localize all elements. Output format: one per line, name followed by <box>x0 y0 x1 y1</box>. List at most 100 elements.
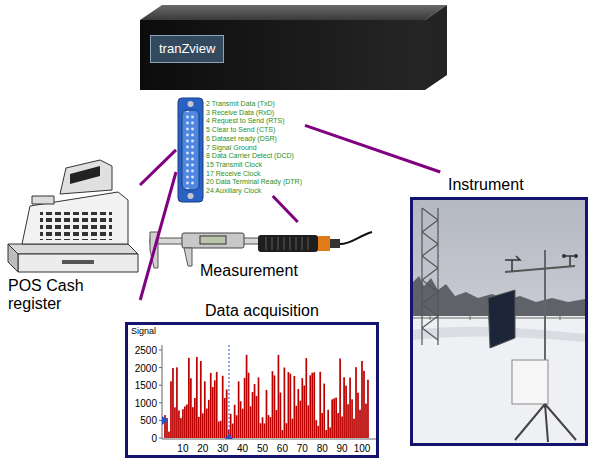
signal-bar <box>250 406 252 438</box>
data-acquisition-node: Data acquisition <box>125 300 379 460</box>
connector-screw <box>188 101 194 107</box>
tripod <box>515 404 576 442</box>
measurement-node: Measurement <box>145 222 373 280</box>
signal-bar <box>347 404 349 438</box>
solar-panel <box>488 290 515 348</box>
signal-bar <box>236 415 238 438</box>
probe-grip <box>266 237 308 250</box>
signal-bar <box>226 390 228 438</box>
axis-tick-label: 60 <box>277 443 288 454</box>
axis-lines <box>162 345 376 439</box>
signal-bar <box>333 398 335 438</box>
signal-bar <box>198 417 200 438</box>
signal-bar <box>337 413 339 438</box>
signal-bar <box>238 381 240 438</box>
signal-bar <box>212 387 214 438</box>
signal-bar <box>361 361 363 438</box>
signal-bar <box>293 376 295 438</box>
station-crossarm <box>505 266 575 272</box>
device-side <box>425 5 447 90</box>
signal-bar <box>301 378 303 438</box>
signal-bar <box>182 409 184 438</box>
axis-ticks <box>159 350 162 438</box>
signal-bar <box>286 423 288 438</box>
signal-bar <box>206 409 208 438</box>
signal-bars <box>164 355 369 438</box>
signal-bar <box>194 398 196 438</box>
signal-bar <box>170 381 172 438</box>
signal-bar <box>272 371 274 438</box>
connector-line <box>273 196 298 222</box>
cursor-marker <box>225 434 233 439</box>
signal-bar <box>284 368 286 438</box>
drawer-front <box>18 254 138 272</box>
signal-bar <box>270 417 272 438</box>
signal-bar <box>351 399 353 438</box>
signal-bar <box>178 410 180 438</box>
signal-bar <box>244 378 246 438</box>
caliper-display <box>200 236 226 244</box>
axis-tick-label: 80 <box>317 443 328 454</box>
signal-bar <box>208 400 210 438</box>
paper-roll <box>32 196 54 204</box>
photo-border <box>412 199 587 445</box>
connector-flange <box>178 98 203 202</box>
connector-screw <box>188 193 194 199</box>
signal-bar <box>260 423 262 438</box>
signal-bar <box>327 410 329 438</box>
signal-bar <box>224 398 226 438</box>
signal-bar <box>323 384 325 438</box>
connector-shell <box>182 110 199 190</box>
chart-border <box>127 324 378 457</box>
device-label: POS Cash register <box>8 277 108 313</box>
device-housing <box>140 5 447 90</box>
signal-bar <box>188 358 190 438</box>
sky <box>413 200 585 443</box>
signal-bar <box>309 375 311 438</box>
pin-label: 3 Receive Data (RxD) <box>206 109 302 118</box>
signal-bar <box>232 424 234 438</box>
connector-pins <box>191 114 196 186</box>
cash-register-illustration <box>8 160 138 272</box>
axis-tick-label: 30 <box>217 443 228 454</box>
signal-bar <box>246 355 248 438</box>
signal-bar <box>349 378 351 438</box>
signal-bar <box>321 413 323 438</box>
axis-tick-label: 2500 <box>135 345 157 356</box>
signal-bar <box>290 374 292 438</box>
instrument-node: Instrument <box>410 172 588 447</box>
chart-frame <box>127 324 378 457</box>
signal-bar <box>367 380 369 438</box>
signal-bar <box>325 430 327 438</box>
signal-bar <box>292 419 294 438</box>
pin-label: 6 Dataset ready (DSR) <box>206 135 302 144</box>
probe-handle <box>258 235 318 252</box>
pin-label: 17 Receive Clock <box>206 170 302 179</box>
signal-bar <box>230 414 232 438</box>
signal-bar <box>278 355 280 438</box>
cash-register-node: POS Cash register <box>5 155 140 313</box>
signal-bar <box>305 358 307 438</box>
drawer-top <box>8 244 138 254</box>
signal-bar <box>297 389 299 438</box>
probe-tip <box>330 239 340 248</box>
pin-label: 5 Clear to Send (CTS) <box>206 126 302 135</box>
signal-bar <box>258 377 260 438</box>
db25-connector <box>178 98 203 202</box>
signal-bar <box>355 367 357 438</box>
signal-bar <box>319 372 321 438</box>
panel-heading: Data acquisition <box>205 301 379 320</box>
pin-label: 8 Data Carrier Detect (DCD) <box>206 152 302 161</box>
signal-bar <box>299 401 301 438</box>
signal-bar <box>218 421 220 438</box>
pin-label: 15 Transmit Clock <box>206 161 302 170</box>
caliper-slider <box>182 233 244 248</box>
connector-line <box>140 150 176 185</box>
device-label: Measurement <box>200 261 373 280</box>
register-keypad <box>40 212 112 240</box>
signal-bar <box>254 384 256 438</box>
signal-bar <box>216 372 218 438</box>
pin-label: 4 Request to Send (RTS) <box>206 117 302 126</box>
signal-bar <box>186 404 188 438</box>
signal-bar <box>184 406 186 438</box>
